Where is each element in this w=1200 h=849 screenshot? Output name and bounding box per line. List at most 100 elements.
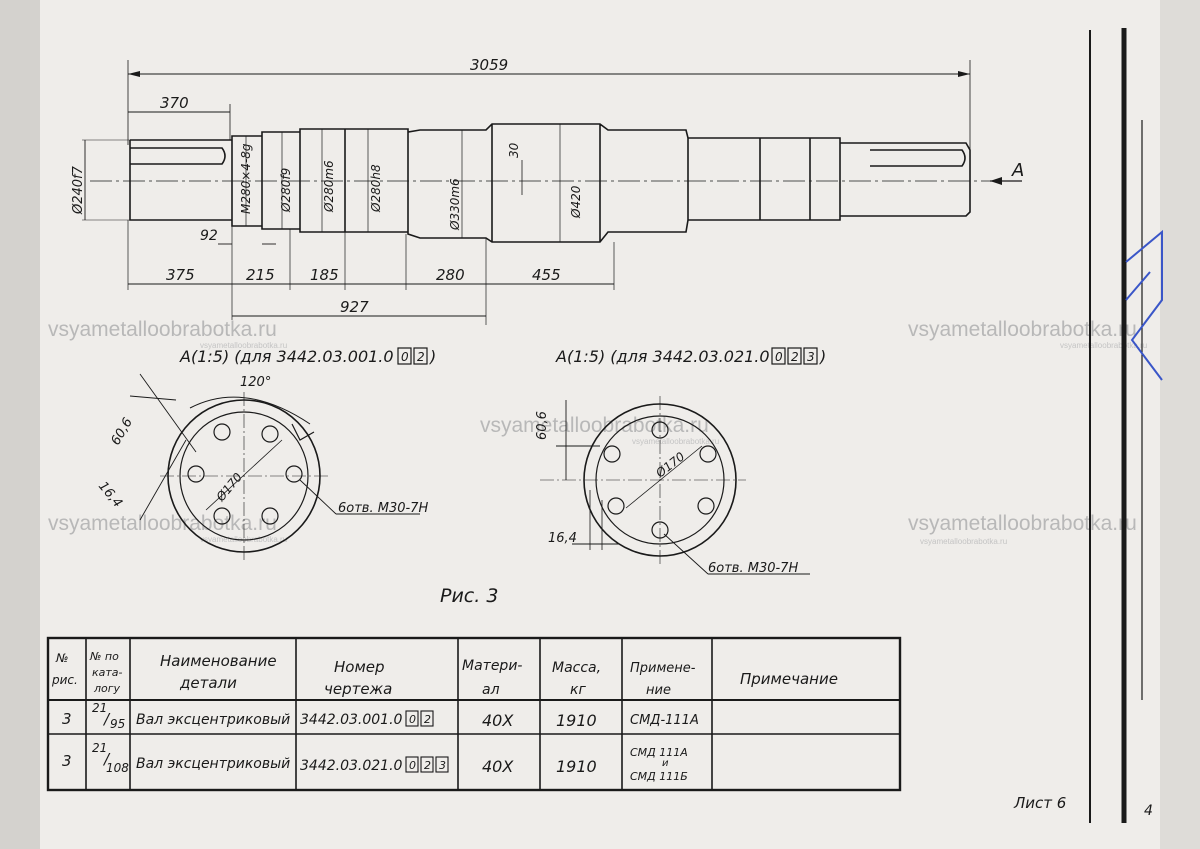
row2-fig: 3 xyxy=(62,752,72,770)
watermark-sub: vsyametalloobrabotka.ru xyxy=(1060,341,1147,350)
left-scan-shadow xyxy=(0,0,40,849)
dim-dia280m6: Ø280m6 xyxy=(322,160,336,213)
header-cat-1: № по xyxy=(89,650,119,663)
row1-mass: 1910 xyxy=(556,711,597,730)
corner-mark: 4 xyxy=(1144,803,1153,819)
row2-use-and: и xyxy=(662,758,669,769)
header-use-2: ние xyxy=(646,683,671,698)
header-mass-1: Масса, xyxy=(552,660,601,676)
view2-box-1: 2 xyxy=(791,350,799,364)
dim-370: 370 xyxy=(160,94,189,112)
row2-mass: 1910 xyxy=(556,757,597,776)
header-cat-3: логу xyxy=(93,682,121,695)
watermark-right-top: vsyametalloobrabotka.ru xyxy=(908,318,1137,341)
row2-use-2: СМД 111Б xyxy=(630,770,688,783)
dim-280: 280 xyxy=(436,266,465,284)
row1-cat-den: 95 xyxy=(110,717,125,731)
row1-box-0: 0 xyxy=(409,713,416,726)
sheet-label: Лист 6 xyxy=(1013,794,1066,812)
view2-d60: 60,6 xyxy=(535,411,550,440)
row2-cat-slash: / xyxy=(102,750,111,768)
dim-dia280h8: Ø280h8 xyxy=(369,164,383,213)
bolt-hole xyxy=(651,421,669,439)
watermarks: vsyametalloobrabotka.ru vsyametalloobrab… xyxy=(48,318,1147,546)
shaft-drawing: 3059 370 Ø240f7 М280×4-8g Ø280f9 Ø280m6 … xyxy=(71,56,1024,325)
view2-paren: ) xyxy=(819,347,826,366)
bolt-hole xyxy=(651,521,669,539)
header-material-2: ал xyxy=(482,682,500,698)
row1-cat-slash: / xyxy=(102,710,111,728)
watermark-left-top: vsyametalloobrabotka.ru xyxy=(48,318,277,341)
dim-dia240: Ø240f7 xyxy=(71,165,86,215)
view1-box-0: 0 xyxy=(401,350,409,364)
view1-box-1: 2 xyxy=(417,350,425,364)
leader-line xyxy=(129,395,177,401)
row2-box-1: 2 xyxy=(424,759,431,772)
bolt-hole xyxy=(213,423,231,441)
dim-30: 30 xyxy=(507,142,521,158)
row2-material: 40Х xyxy=(482,757,514,776)
watermark-right-bottom: vsyametalloobrabotka.ru xyxy=(908,512,1137,535)
watermark-left-bottom: vsyametalloobrabotka.ru xyxy=(48,512,277,535)
view2-title: А(1:5) (для 3442.03.021.0 xyxy=(555,347,770,366)
dim-455: 455 xyxy=(532,266,561,284)
view1-box xyxy=(397,347,412,365)
bolt-hole xyxy=(607,497,625,515)
view2-box xyxy=(771,347,786,365)
dim-overall: 3059 xyxy=(470,56,508,74)
blue-marks xyxy=(1125,229,1163,381)
dim-dia330: Ø330m6 xyxy=(448,178,462,231)
row2-drawing: 3442.03.021.0 xyxy=(300,758,403,774)
watermark-sub: vsyametalloobrabotka.ru xyxy=(632,437,719,446)
view2-holes xyxy=(603,421,717,539)
dim-dia280f9: Ø280f9 xyxy=(279,168,293,213)
row1-material: 40Х xyxy=(482,711,514,730)
header-fig-2: рис. xyxy=(51,673,78,687)
row1-cat-num: 21 xyxy=(92,701,107,715)
view1-box xyxy=(413,347,428,365)
header-fig-1: № xyxy=(55,651,68,665)
dim-thread: М280×4-8g xyxy=(239,143,253,214)
view1-holes-label: 6отв. М30-7Н xyxy=(338,501,428,516)
row1-name: Вал эксцентриковый xyxy=(136,712,290,728)
header-material-1: Матери- xyxy=(462,658,522,674)
view1-inner-circle xyxy=(179,411,309,541)
row2-box-2: 3 xyxy=(439,759,446,772)
row2-cat-den: 108 xyxy=(106,761,129,775)
view1-dia-line xyxy=(205,439,283,511)
view-arrow-head xyxy=(990,177,1002,185)
figure-label: Рис. 3 xyxy=(440,585,498,607)
row2-name: Вал эксцентриковый xyxy=(136,756,290,772)
bolt-hole xyxy=(699,445,717,463)
view2-box xyxy=(787,347,802,365)
header-drawing-2: чертежа xyxy=(324,680,392,698)
header-name-2: детали xyxy=(179,674,237,692)
dim-dia420: Ø420 xyxy=(569,185,583,219)
shaft-outline xyxy=(129,123,971,243)
bolt-hole xyxy=(261,425,279,443)
bolt-hole xyxy=(697,497,715,515)
view2-holes-label: 6отв. М30-7Н xyxy=(708,561,798,576)
dim-92: 92 xyxy=(200,228,218,244)
view2-dia-line xyxy=(625,445,703,509)
row1-use: СМД-111А xyxy=(630,713,699,728)
watermark-sub: vsyametalloobrabotka.ru xyxy=(200,341,287,350)
dim-375: 375 xyxy=(166,266,195,284)
row2-box xyxy=(405,756,419,773)
bolt-hole xyxy=(261,507,279,525)
view2-box-0: 0 xyxy=(775,350,783,364)
bolt-hole xyxy=(187,465,205,483)
header-name-1: Наименование xyxy=(160,652,277,670)
table-row: 3 21 / 95 Вал эксцентриковый 3442.03.001… xyxy=(62,701,699,731)
row1-drawing: 3442.03.001.0 xyxy=(300,712,403,728)
header-use-1: Примене- xyxy=(630,661,696,676)
row2-cat-num: 21 xyxy=(92,741,107,755)
dim-185: 185 xyxy=(310,266,339,284)
bolt-hole xyxy=(285,465,303,483)
row1-box xyxy=(420,710,434,727)
row2-use-1: СМД 111А xyxy=(630,746,688,759)
header-drawing-1: Номер xyxy=(334,658,385,676)
row2-box xyxy=(420,756,434,773)
watermark-sub: vsyametalloobrabotka.ru xyxy=(920,537,1007,546)
